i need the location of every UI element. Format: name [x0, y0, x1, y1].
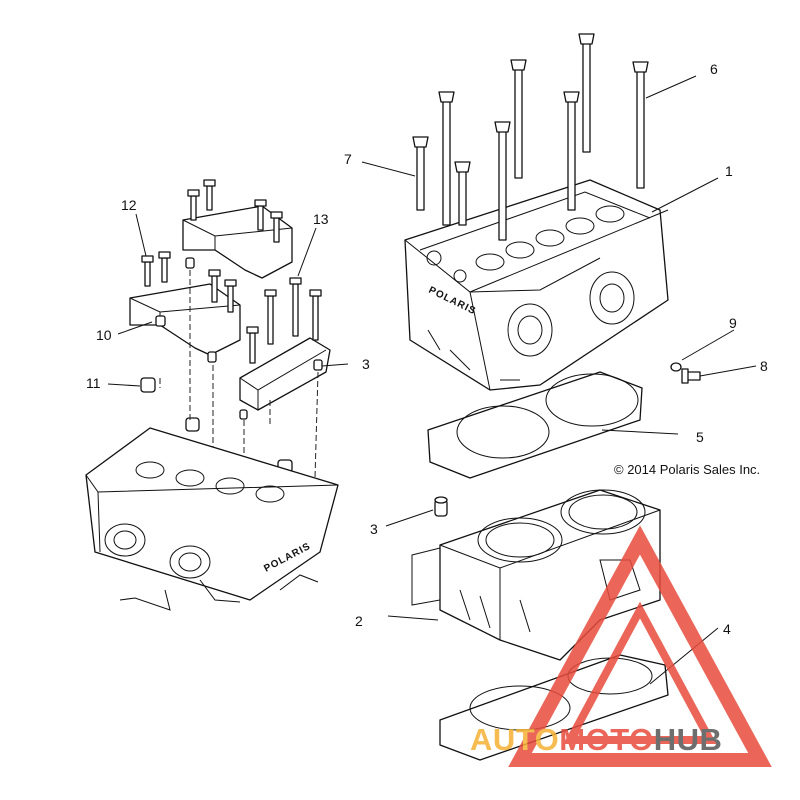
cap-bolt [270, 211, 283, 243]
callout-11: 11 [86, 375, 101, 391]
watermark-auto: AUTO [470, 722, 559, 757]
bushings [140, 257, 323, 473]
dowel-pin [434, 496, 448, 517]
dowel [239, 409, 248, 420]
watermark-hub: HUB [654, 722, 723, 757]
callout-4: 4 [723, 621, 731, 637]
leader-lines [107, 75, 757, 685]
watermark-text: AUTOMOTOHUB [470, 722, 722, 757]
washer [670, 362, 682, 372]
cap-bolt [158, 251, 171, 283]
callout-8: 8 [760, 358, 768, 374]
cap-bolt [203, 179, 216, 211]
short-bolt [454, 161, 471, 226]
watermark-moto: MOTO [559, 722, 653, 757]
callout-6: 6 [710, 61, 718, 77]
callout-3-cylinder: 3 [370, 521, 378, 537]
cam-carrier [239, 337, 331, 411]
grommet [185, 417, 200, 432]
callout-3-head: 3 [362, 356, 370, 372]
screw [681, 368, 701, 384]
callout-2: 2 [355, 613, 363, 629]
cam-cap-lower [129, 283, 241, 356]
head-bolt [632, 61, 649, 189]
head-bolts [412, 33, 649, 241]
callout-10: 10 [96, 327, 112, 343]
watermark-triangle-icon [508, 525, 772, 767]
callout-13: 13 [313, 211, 329, 227]
callout-9: 9 [729, 315, 737, 331]
carrier-bolt [309, 289, 322, 341]
head-bolt [563, 91, 580, 211]
cap-bolt [254, 199, 267, 231]
callout-numbers: 1 2 3 4 5 6 7 8 9 10 11 12 13 3 [86, 61, 768, 637]
callout-1: 1 [725, 163, 733, 179]
callout-5: 5 [696, 429, 704, 445]
cylinder-head-top-view: POLARIS [85, 427, 339, 611]
carrier-bolt [264, 289, 277, 345]
cap-bolts [141, 179, 322, 364]
cap-bolt [208, 269, 221, 303]
grommet [140, 377, 156, 393]
head-bolt [438, 91, 455, 226]
bushing [185, 257, 195, 269]
bushing [155, 315, 166, 327]
callout-7: 7 [344, 151, 352, 167]
short-bolt [412, 136, 429, 211]
head-bolt [494, 121, 511, 241]
carrier-bolt [289, 277, 302, 337]
cap-bolt [224, 279, 237, 313]
callout-12: 12 [121, 197, 137, 213]
automotohub-watermark: AUTOMOTOHUB [470, 525, 772, 767]
copyright-notice: © 2014 Polaris Sales Inc. [614, 462, 760, 477]
bushing [207, 351, 217, 363]
cylinder-head: POLARIS [404, 179, 669, 391]
head-bolt [510, 59, 527, 179]
carrier-bolt [246, 326, 259, 364]
cap-bolt [187, 189, 200, 221]
head-bolt [578, 33, 595, 153]
watermark-triangle-inner-icon [563, 601, 717, 744]
cap-bolt [141, 255, 154, 287]
dowel [313, 359, 323, 371]
head-gasket [427, 371, 643, 479]
